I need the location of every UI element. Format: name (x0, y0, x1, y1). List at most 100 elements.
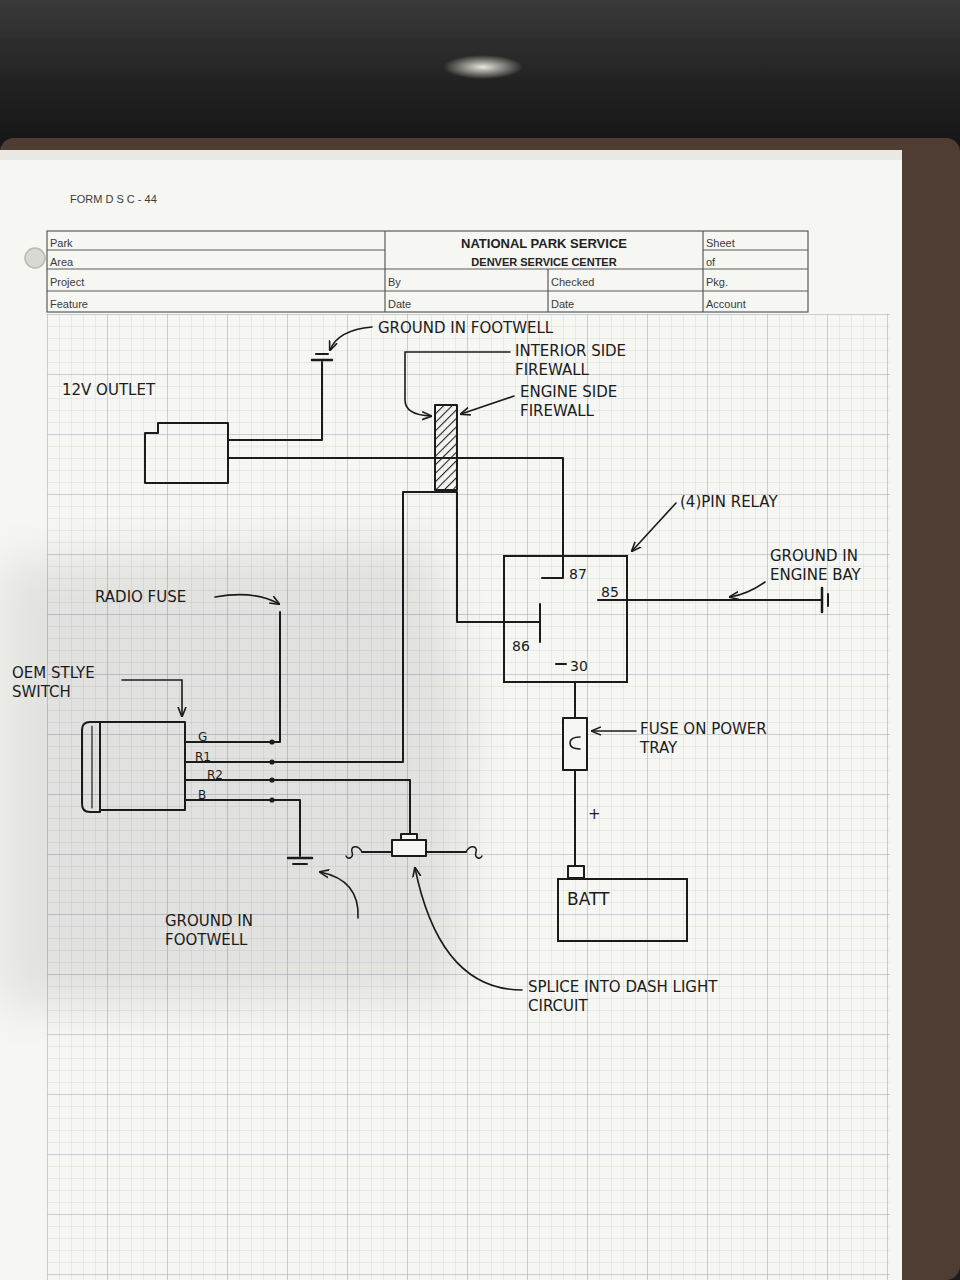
wire-connector (574, 683, 576, 878)
outlet-symbol (145, 423, 228, 483)
label-slot: Date (551, 293, 574, 312)
leader-line (330, 327, 372, 350)
part-label: OEM STLYE SWITCH (12, 664, 132, 702)
callout-label: GROUND IN FOOTWELL (378, 319, 553, 338)
header-rule (47, 249, 385, 250)
label-slot: FUSE ON POWER TRAY (640, 720, 800, 758)
label-slot: DENVER SERVICE CENTER (385, 251, 703, 270)
wire-r1-86 (185, 492, 540, 762)
label-slot: GROUND IN ENGINE BAY (770, 547, 895, 585)
label-slot: Date (388, 293, 411, 312)
label-slot: Park (50, 232, 73, 251)
ground-symbol (288, 857, 312, 860)
header-rule (703, 249, 808, 250)
wire-g (185, 612, 280, 742)
splice-connector (392, 840, 426, 856)
relay-box: 87 85 86 30 (503, 555, 628, 683)
form-field: Feature (50, 298, 88, 312)
wire-dot (269, 797, 274, 802)
label-slot: FORM D S C - 44 (70, 188, 157, 207)
label-slot: Area (50, 251, 73, 270)
ground-symbol (316, 353, 328, 355)
label-slot: GROUND IN FOOTWELL (378, 318, 553, 338)
callout-label: FUSE ON POWER TRAY (640, 720, 800, 758)
battery-terminal (568, 866, 584, 878)
light-reflection (443, 55, 523, 79)
form-field: Pkg. (706, 276, 728, 290)
ground-symbol (312, 359, 332, 362)
form-field: Date (551, 298, 574, 312)
keyboard-edge (0, 38, 960, 44)
text-slot: 30 (570, 656, 588, 675)
form-title: NATIONAL PARK SERVICE (461, 236, 627, 252)
label-slot: SPLICE INTO DASH LIGHT CIRCUIT (528, 978, 733, 1016)
pin-86-stub (539, 604, 541, 642)
leader-line (122, 680, 182, 716)
photo-shadow (0, 540, 470, 1010)
header-frame (47, 231, 808, 312)
label-slot: Account (706, 293, 746, 312)
ground-symbol (827, 594, 829, 606)
splice-connector (401, 834, 417, 840)
wire-85 (598, 599, 822, 601)
label-slot: (4)PIN RELAY (680, 492, 778, 512)
header-column (702, 231, 703, 312)
form-subtitle: DENVER SERVICE CENTER (471, 256, 616, 270)
wire-r2 (185, 780, 410, 838)
pin-number: 85 (601, 584, 619, 600)
form-field: Sheet (706, 237, 735, 251)
part-label: (4)PIN RELAY (680, 493, 778, 512)
part-label: 12V OUTLET (62, 381, 155, 400)
leader-line (415, 868, 522, 990)
fuse-symbol (563, 718, 587, 770)
callout-label: INTERIOR SIDE FIREWALL (515, 342, 680, 380)
label-slot: R2 (207, 764, 223, 783)
label-slot: of (706, 251, 715, 270)
connector-group (575, 683, 576, 878)
wire-dot (269, 777, 274, 782)
switch-body (100, 722, 185, 810)
wire-87 (228, 458, 563, 578)
form-field: By (388, 276, 401, 290)
form-field: Checked (551, 276, 594, 290)
ground-symbol (293, 863, 307, 865)
dash-light-wire (362, 851, 466, 853)
pin-name: R1 (195, 751, 211, 764)
form-number: FORM D S C - 44 (70, 193, 157, 207)
callout-label: SPLICE INTO DASH LIGHT CIRCUIT (528, 978, 733, 1016)
paper-sheet (0, 150, 902, 1280)
wire-dot (269, 739, 274, 744)
box-label: BATT (567, 890, 609, 910)
label-slot: Checked (551, 271, 594, 290)
callout-label: GROUND IN FOOTWELL (165, 912, 295, 950)
form-field: Park (50, 237, 73, 251)
label-slot: RADIO FUSE (95, 587, 186, 607)
label-slot: INTERIOR SIDE FIREWALL (515, 342, 680, 380)
pin-number: 86 (512, 638, 530, 654)
form-field: Date (388, 298, 411, 312)
switch-bezel (82, 722, 100, 812)
leader-line (215, 595, 279, 604)
leader-line (632, 503, 676, 551)
clipboard (0, 138, 960, 1280)
battery-box: BATT (557, 878, 688, 942)
label-slot: By (388, 271, 401, 290)
text-slot: 86 (512, 636, 530, 655)
label-slot: + (588, 804, 601, 824)
pin-name: B (198, 789, 206, 802)
form-header-table (47, 231, 808, 312)
paper-top-edge (0, 150, 902, 160)
form-field: of (706, 256, 715, 270)
callout-label: ENGINE SIDE FIREWALL (520, 383, 685, 421)
leader-line (730, 582, 765, 597)
form-field: Project (50, 276, 84, 290)
wire-b (185, 800, 300, 856)
label-slot: OEM STLYE SWITCH (12, 664, 132, 702)
header-column (384, 231, 385, 312)
label-slot: R1 (195, 746, 211, 765)
label-slot: Project (50, 271, 84, 290)
pin-number: 87 (569, 566, 587, 582)
